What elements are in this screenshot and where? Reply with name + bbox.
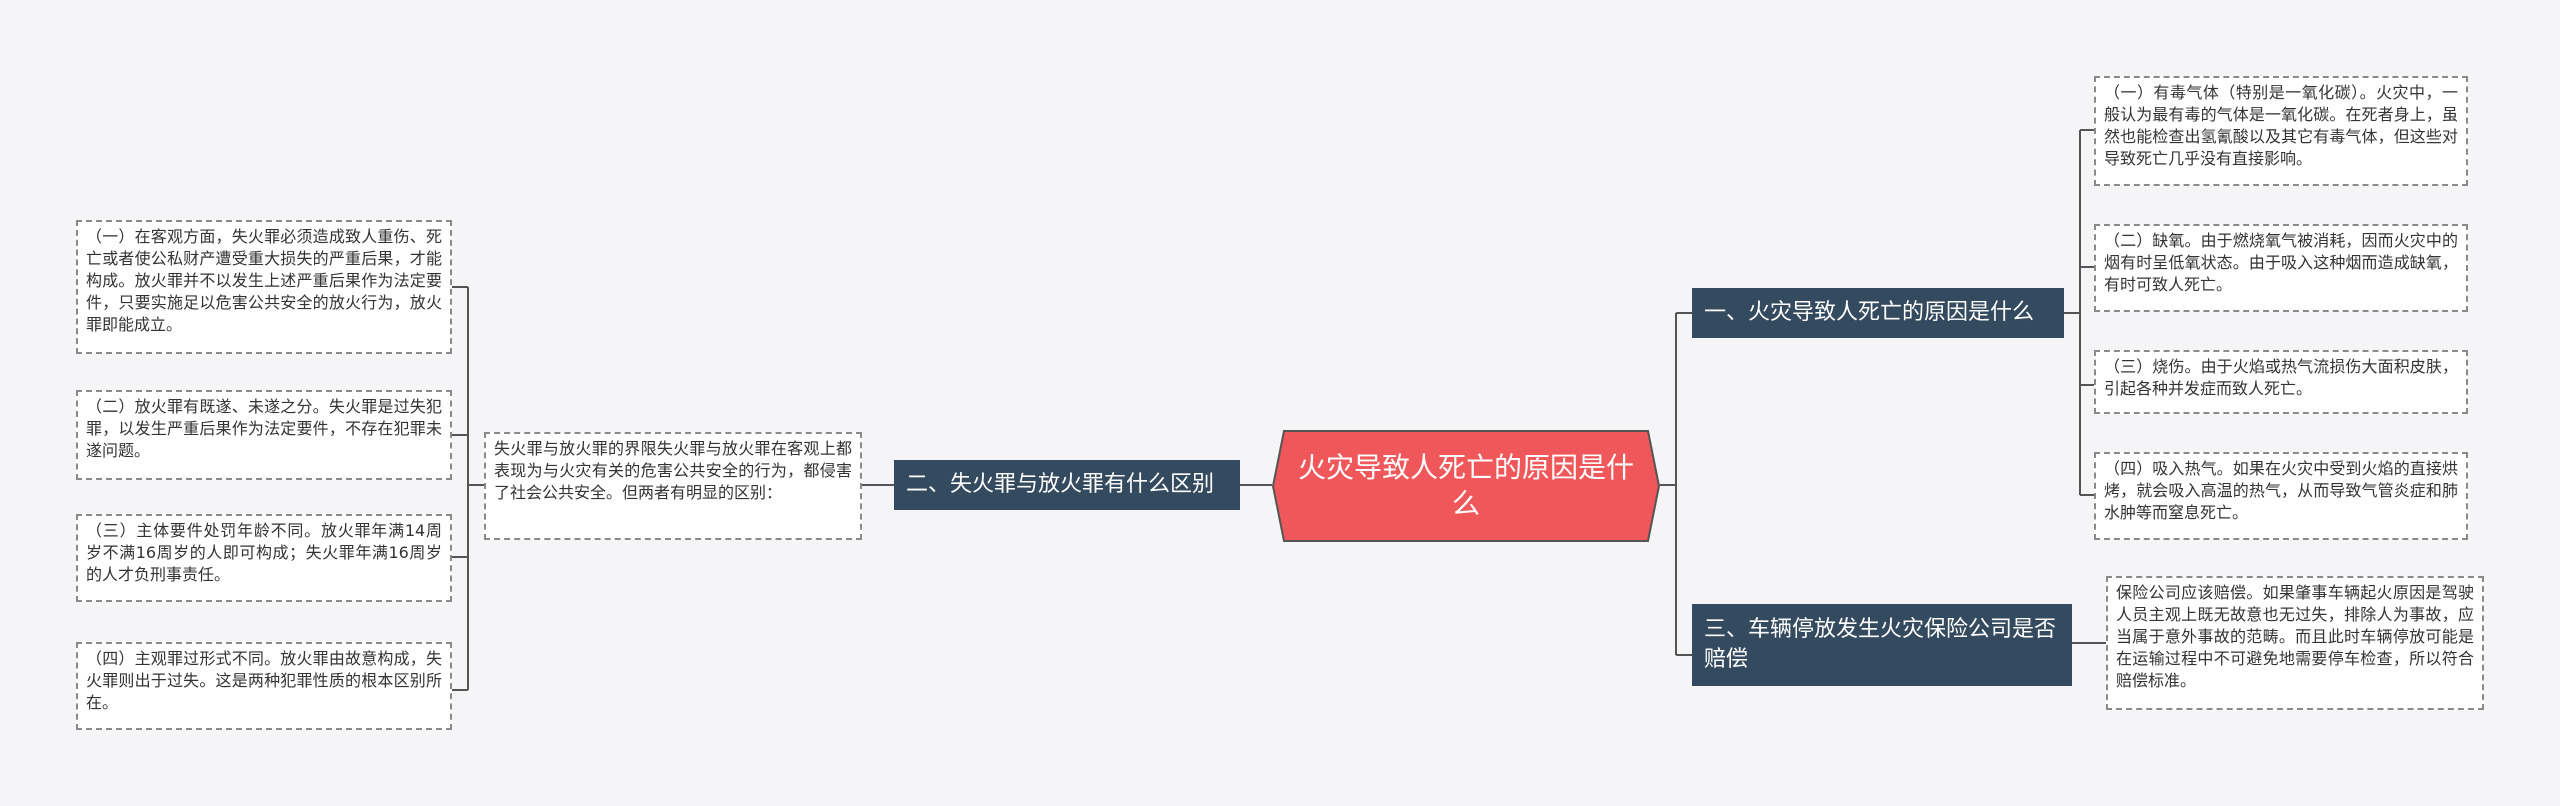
link-b1-leaves — [2064, 129, 2094, 496]
link-root-right — [1660, 312, 1692, 656]
root-hexagon — [1272, 430, 1660, 542]
branch-label: 三、车辆停放发生火灾保险公司是否赔偿 — [1704, 617, 2057, 672]
branch-label: 一、火灾导致人死亡的原因是什么 — [1704, 300, 2035, 325]
branch-label: 二、失火罪与放火罪有什么区别 — [906, 472, 1215, 497]
leaf-text: （四）主观罪过形式不同。放火罪由故意构成，失火罪则出于过失。这是两种犯罪性质的根… — [86, 649, 442, 712]
branch-arson-vs-negligent-fire[interactable]: 二、失火罪与放火罪有什么区别 — [894, 460, 1240, 510]
leaf-text: （三）主体要件处罚年龄不同。放火罪年满14周岁不满16周岁的人即可构成；失火罪年… — [86, 521, 442, 584]
leaf-text: （一）有毒气体（特别是一氧化碳）。火灾中，一般认为最有毒的气体是一氧化碳。在死者… — [2104, 83, 2458, 168]
leaf-attempt-completion[interactable]: （二）放火罪有既遂、未遂之分。失火罪是过失犯罪，以发生严重后果作为法定要件，不存… — [76, 390, 452, 480]
leaf-hot-air[interactable]: （四）吸入热气。如果在火灾中受到火焰的直接烘烤，就会吸入高温的热气，从而导致气管… — [2094, 452, 2468, 540]
leaf-text: （二）缺氧。由于燃烧氧气被消耗，因而火灾中的烟有时呈低氧状态。由于吸入这种烟而造… — [2104, 231, 2458, 294]
leaf-toxic-gas[interactable]: （一）有毒气体（特别是一氧化碳）。火灾中，一般认为最有毒的气体是一氧化碳。在死者… — [2094, 76, 2468, 186]
leaf-text: （三）烧伤。由于火焰或热气流损伤大面积皮肤，引起各种并发症而致人死亡。 — [2104, 357, 2458, 398]
leaf-text: （二）放火罪有既遂、未遂之分。失火罪是过失犯罪，以发生严重后果作为法定要件，不存… — [86, 397, 442, 460]
leaf-insurance-answer[interactable]: 保险公司应该赔偿。如果肇事车辆起火原因是驾驶人员主观上既无故意也无过失，排除人为… — [2106, 576, 2484, 710]
leaf-text: （一）在客观方面，失火罪必须造成致人重伤、死亡或者使公私财产遭受重大损失的严重后… — [86, 227, 442, 334]
leaf-hypoxia[interactable]: （二）缺氧。由于燃烧氧气被消耗，因而火灾中的烟有时呈低氧状态。由于吸入这种烟而造… — [2094, 224, 2468, 312]
leaf-text: 保险公司应该赔偿。如果肇事车辆起火原因是驾驶人员主观上既无故意也无过失，排除人为… — [2116, 583, 2474, 690]
leaf-subjective-fault[interactable]: （四）主观罪过形式不同。放火罪由故意构成，失火罪则出于过失。这是两种犯罪性质的根… — [76, 642, 452, 730]
leaf-text: （四）吸入热气。如果在火灾中受到火焰的直接烘烤，就会吸入高温的热气，从而导致气管… — [2104, 459, 2458, 522]
leaf-text: 失火罪与放火罪的界限失火罪与放火罪在客观上都表现为与火灾有关的危害公共安全的行为… — [494, 439, 852, 502]
leaf-age-of-liability[interactable]: （三）主体要件处罚年龄不同。放火罪年满14周岁不满16周岁的人即可构成；失火罪年… — [76, 514, 452, 602]
leaf-b2-intro[interactable]: 失火罪与放火罪的界限失火罪与放火罪在客观上都表现为与火灾有关的危害公共安全的行为… — [484, 432, 862, 540]
root-label: 火灾导致人死亡的原因是什么 — [1297, 451, 1634, 520]
leaf-objective-aspect[interactable]: （一）在客观方面，失火罪必须造成致人重伤、死亡或者使公私财产遭受重大损失的严重后… — [76, 220, 452, 354]
root-node[interactable]: 火灾导致人死亡的原因是什么 — [1272, 430, 1660, 542]
leaf-burns[interactable]: （三）烧伤。由于火焰或热气流损伤大面积皮肤，引起各种并发症而致人死亡。 — [2094, 350, 2468, 414]
branch-causes-of-death[interactable]: 一、火灾导致人死亡的原因是什么 — [1692, 288, 2064, 338]
branch-insurance-compensation[interactable]: 三、车辆停放发生火灾保险公司是否赔偿 — [1692, 604, 2072, 686]
link-intro-leaves — [452, 286, 484, 691]
